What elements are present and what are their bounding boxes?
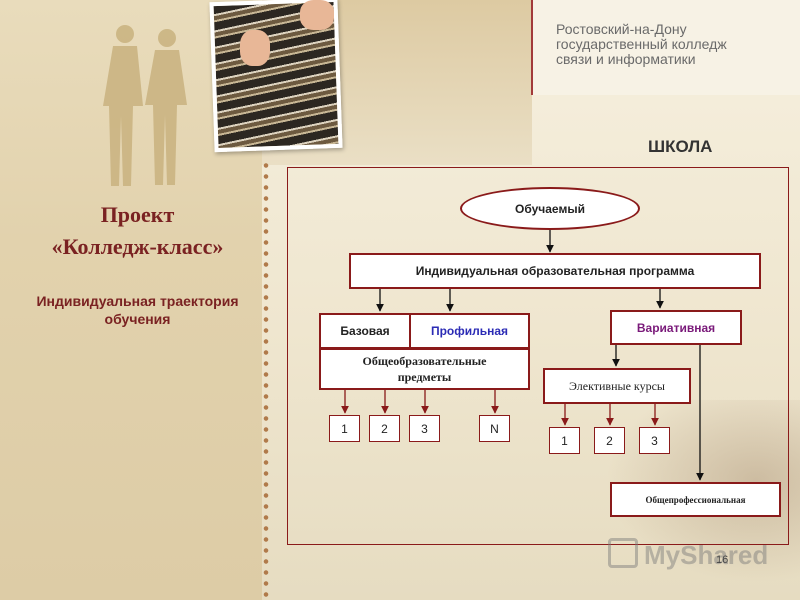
- diagram-frame: [287, 167, 789, 545]
- watermark-text: MyShared: [644, 540, 769, 570]
- profile-node: Профильная: [409, 313, 530, 349]
- project-title-name: «Колледж-класс»: [51, 234, 224, 259]
- general-professional-node: Общепрофессиональная: [610, 482, 781, 517]
- page-number: 16: [716, 554, 729, 566]
- subject-number-box: N: [479, 415, 510, 442]
- subject-number-box: 3: [409, 415, 440, 442]
- people-silhouette-image: [103, 25, 187, 186]
- hand-image: [240, 30, 270, 66]
- header-divider: [531, 0, 533, 95]
- learner-node: Обучаемый: [460, 187, 640, 230]
- basic-node: Базовая: [319, 313, 411, 349]
- elective-number-box: 2: [594, 427, 625, 454]
- subject-number-box: 2: [369, 415, 400, 442]
- subject-number-box: 1: [329, 415, 360, 442]
- elective-number-box: 3: [639, 427, 670, 454]
- dotted-divider: [263, 160, 269, 600]
- elective-number-box: 1: [549, 427, 580, 454]
- electives-node: Элективные курсы: [543, 368, 691, 404]
- general-subjects-node: Общеобразовательные предметы: [319, 348, 530, 390]
- project-title: Проект: [100, 202, 175, 227]
- college-name: Ростовский-на-Дону государственный колле…: [556, 21, 727, 67]
- school-label: ШКОЛА: [648, 137, 713, 156]
- hand-image: [300, 0, 334, 30]
- program-node: Индивидуальная образовательная программа: [349, 253, 761, 289]
- header-area: [532, 0, 800, 95]
- project-subtitle: Индивидуальная траектория обучения: [36, 293, 239, 327]
- learner-label: Обучаемый: [515, 201, 585, 216]
- variative-node: Вариативная: [610, 310, 742, 345]
- watermark-logo-icon: [608, 538, 638, 568]
